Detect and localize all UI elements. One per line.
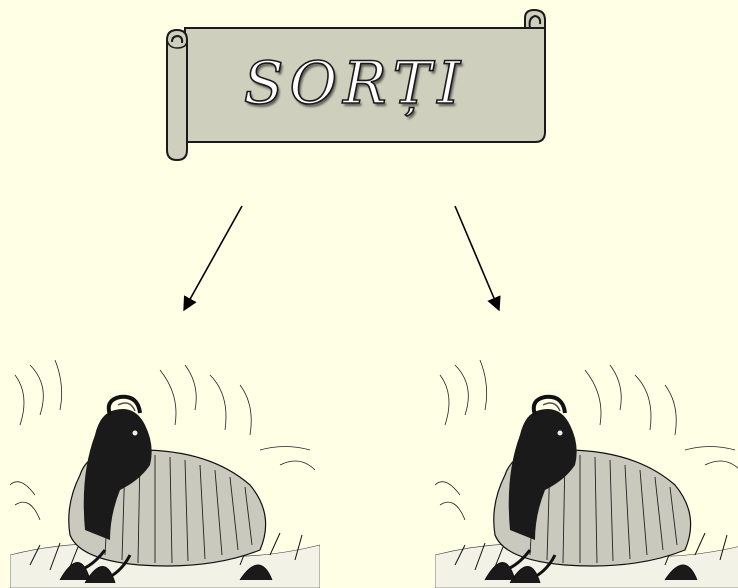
ram-engraving-icon	[10, 355, 320, 588]
arrow-left	[184, 206, 242, 310]
ram-engraving-icon	[435, 355, 738, 588]
arrow-right	[455, 206, 499, 310]
